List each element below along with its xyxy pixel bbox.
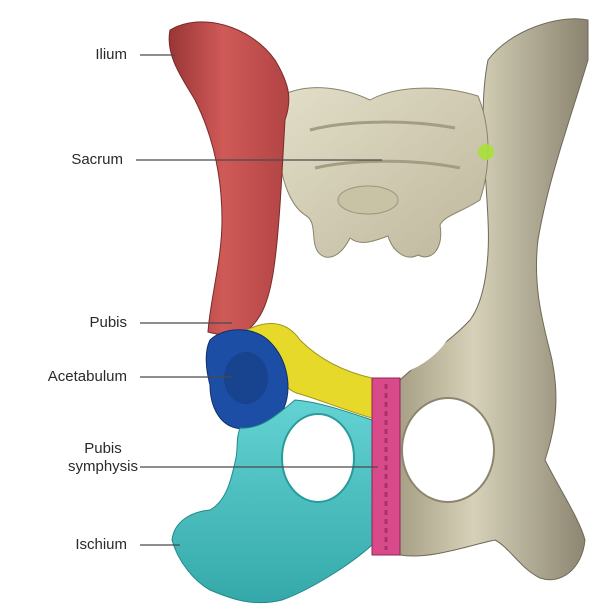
label-pubis-symphysis: Pubis symphysis (62, 440, 144, 476)
ilium-shape (169, 22, 289, 335)
right-obturator-foramen (402, 398, 494, 502)
label-sacrum: Sacrum (71, 151, 123, 169)
label-pubis-symphysis-line1: Pubis (62, 440, 144, 458)
label-acetabulum: Acetabulum (48, 368, 127, 386)
label-pubis: Pubis (89, 314, 127, 332)
sacrum-shape (277, 88, 488, 258)
left-obturator-foramen (282, 414, 354, 502)
label-ilium: Ilium (95, 46, 127, 64)
label-ischium: Ischium (75, 536, 127, 554)
label-pubis-symphysis-line2: symphysis (62, 458, 144, 476)
sacral-marker (478, 144, 494, 160)
